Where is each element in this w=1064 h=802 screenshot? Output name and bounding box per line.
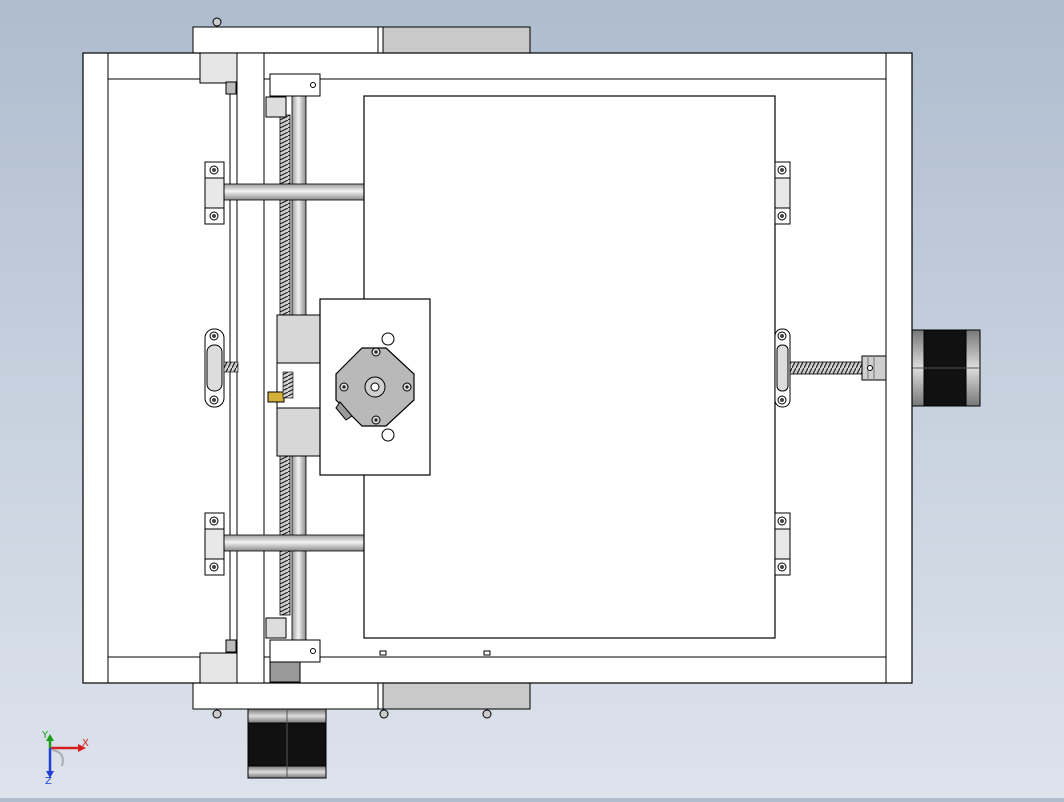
triad-z-arrow [46,771,54,778]
y-axis-rod-end-blocks [265,73,321,683]
triad-y-label: Y [41,730,49,741]
triad-y-arrow [46,734,54,741]
gantry-left-plate [199,52,265,684]
bottom-rail-support [192,682,531,719]
triad-x-arrow [78,744,86,752]
axis-triad: X Y Z [41,730,89,787]
triad-z-label: Z [45,776,52,787]
right-shaft-supports [774,161,791,576]
carriage-stepper-motor [335,347,415,427]
work-table [363,95,776,656]
x-axis-lead-screw [789,361,863,375]
triad-x-label: X [82,738,89,749]
x-axis-guide-rods [223,183,365,552]
bottom-stepper-motor [247,708,327,779]
top-rail-support [192,17,531,54]
left-shaft-supports [204,161,239,576]
x-axis-coupler [861,355,887,381]
right-stepper-motor [911,329,981,407]
